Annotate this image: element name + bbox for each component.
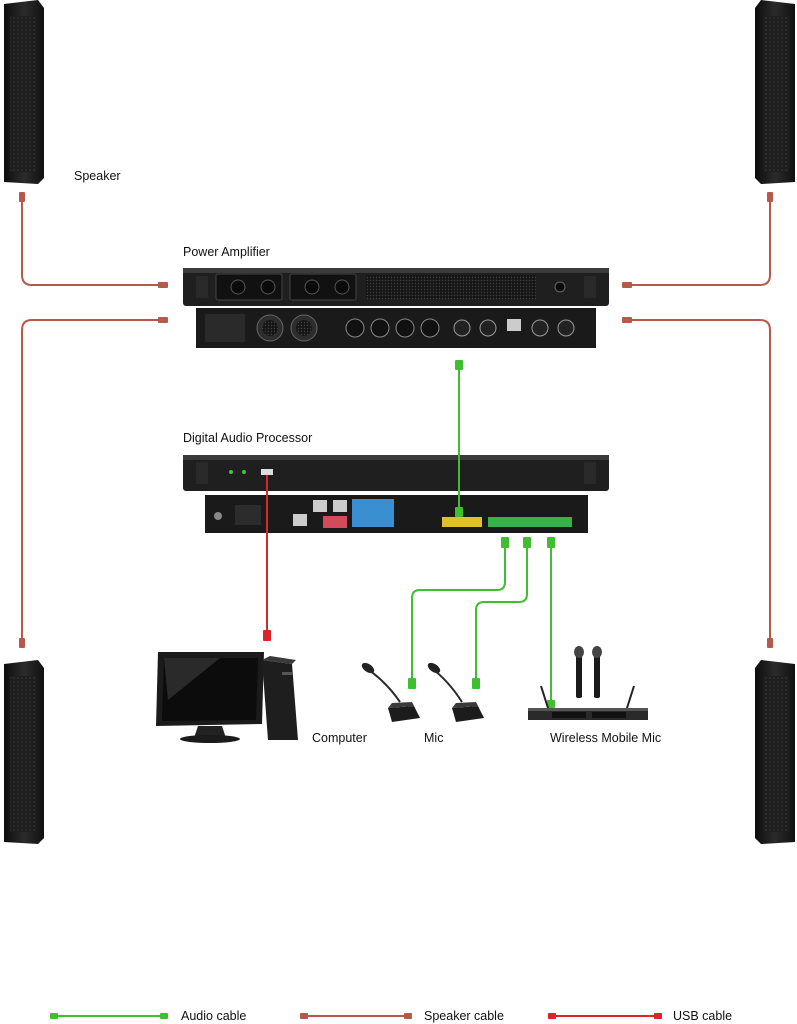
legend-speaker-cable-label: Speaker cable (424, 1009, 504, 1023)
digital-audio-processor-label: Digital Audio Processor (183, 431, 313, 445)
legend-usb-cable-label: USB cable (673, 1009, 733, 1023)
gooseneck-mic-icon (427, 662, 484, 722)
speaker-top-left (4, 0, 44, 184)
audio-cable-connectors (408, 360, 555, 708)
power-amplifier-front (183, 268, 609, 306)
usb-cable (263, 475, 271, 641)
power-amplifier-label: Power Amplifier (183, 245, 270, 259)
speaker-label: Speaker (74, 169, 121, 183)
mic-label: Mic (424, 731, 444, 745)
power-amplifier-rear (196, 308, 596, 348)
wireless-mobile-mic-label: Wireless Mobile Mic (550, 731, 662, 745)
desktop-computer-icon (156, 652, 298, 743)
legend-speaker-swatch (300, 1013, 412, 1019)
processor-rear (205, 495, 588, 533)
audio-cables (411, 364, 552, 700)
wireless-mic-receiver-icon (528, 646, 648, 720)
legend-audio-swatch (50, 1013, 168, 1019)
computer-label: Computer (312, 731, 367, 745)
processor-front (183, 455, 609, 491)
legend-audio-cable-label: Audio cable (181, 1009, 247, 1023)
speaker-cable-connectors (19, 192, 773, 648)
legend-usb-swatch (548, 1013, 662, 1019)
speaker-top-right (755, 0, 795, 184)
speaker-bottom-right (755, 660, 795, 844)
speaker-cables (21, 200, 771, 640)
speaker-bottom-left (4, 660, 44, 844)
gooseneck-mic-icon (361, 662, 420, 722)
